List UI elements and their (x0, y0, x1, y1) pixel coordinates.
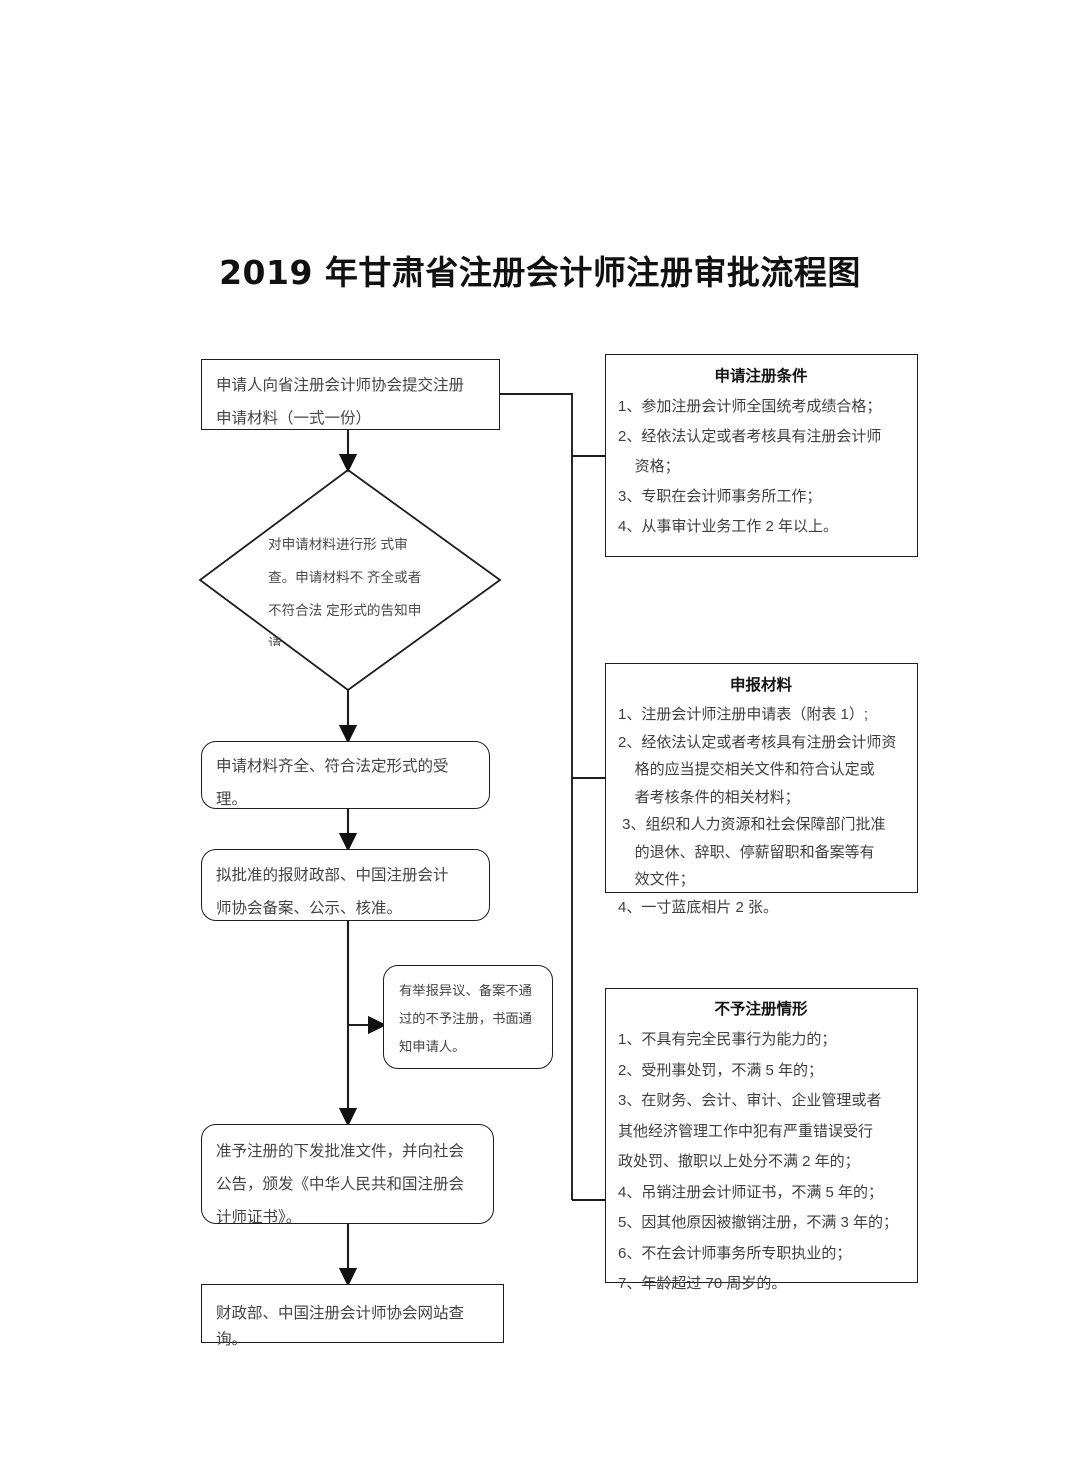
panel-denial-circumstances-list: 1、不具有完全民事行为能力的； 2、受刑事处罚，不满 5 年的； 3、在财务、会… (618, 1025, 904, 1300)
list-item: 1、不具有完全民事行为能力的； (618, 1031, 837, 1048)
node-website-query[interactable]: 财政部、中国注册会计师协会网站查询。 (201, 1284, 504, 1348)
node-website-query-label: 财政部、中国注册会计师协会网站查询。 (216, 1305, 465, 1348)
panel-registration-conditions: 申请注册条件 1、参加注册会计师全国统考成绩合格； 2、经依法认定或者考核具有注… (605, 354, 918, 557)
panel-registration-conditions-heading: 申请注册条件 (714, 368, 808, 385)
panel-registration-conditions-list: 1、参加注册会计师全国统考成绩合格； 2、经依法认定或者考核具有注册会计师 资格… (618, 392, 904, 542)
node-approve-filing-label: 拟批准的报财政部、中国注册会计 师协会备案、公示、核准。 (216, 867, 449, 917)
list-item: 5、因其他原因被撤销注册，不满 3 年的； (618, 1214, 899, 1231)
list-item: 2、经依法认定或者考核具有注册会计师 资格； (618, 428, 882, 475)
node-accept-application[interactable]: 申请材料齐全、符合法定形式的受 理。 (201, 741, 490, 809)
list-item: 6、不在会计师事务所专职执业的； (618, 1244, 852, 1262)
node-accept-application-label: 申请材料齐全、符合法定形式的受 理。 (216, 758, 449, 808)
node-grant-registration-label: 准予注册的下发批准文件，并向社会 公告，颁发《中华人民共和国注册会 计师证书》。 (216, 1143, 465, 1226)
node-submit-application[interactable]: 申请人向省注册会计师协会提交注册 申请材料（一式一份） (201, 359, 500, 430)
panel-required-materials: 申报材料 1、注册会计师注册申请表（附表 1）; 2、经依法认定或者考核具有注册… (605, 663, 918, 916)
list-item: 3、组织和人力资源和社会保障部门批准 的退休、辞职、停薪留职和备案等有 效文件； (622, 816, 886, 888)
node-form-review-decision-label: 对申请材料进行形 式审查。申请材料不 齐全或者不符合法 定形式的告知申请 (268, 537, 422, 646)
list-item: 7、年龄超过 70 周岁的。 (618, 1275, 787, 1292)
panel-denial-circumstances-heading: 不予注册情形 (714, 1001, 808, 1018)
node-approve-filing[interactable]: 拟批准的报财政部、中国注册会计 师协会备案、公示、核准。 (201, 849, 490, 921)
node-objection-note-label: 有举报异议、备案不通 过的不予注册，书面通 知申请人。 (399, 983, 532, 1054)
list-item: 1、参加注册会计师全国统考成绩合格； (618, 398, 882, 415)
list-item: 4、吊销注册会计师证书，不满 5 年的； (618, 1183, 884, 1201)
node-objection-note[interactable]: 有举报异议、备案不通 过的不予注册，书面通 知申请人。 (383, 965, 553, 1069)
node-submit-application-label: 申请人向省注册会计师协会提交注册 申请材料（一式一份） (216, 377, 465, 427)
page-title: 2019 年甘肃省注册会计师注册审批流程图 (219, 253, 861, 292)
list-item: 1、注册会计师注册申请表（附表 1）; (618, 706, 869, 723)
panel-denial-circumstances: 不予注册情形 1、不具有完全民事行为能力的； 2、受刑事处罚，不满 5 年的； … (605, 988, 918, 1292)
node-form-review-decision[interactable]: 对申请材料进行形 式审查。申请材料不 齐全或者不符合法 定形式的告知申请 (268, 528, 432, 646)
panel-required-materials-heading: 申报材料 (729, 677, 792, 694)
list-item: 4、一寸蓝底相片 2 张。 (618, 898, 779, 916)
list-item: 2、受刑事处罚，不满 5 年的； (618, 1061, 824, 1079)
list-item: 2、经依法认定或者考核具有注册会计师资 格的应当提交相关文件和符合认定或 者考核… (618, 733, 897, 806)
list-item: 3、在财务、会计、审计、企业管理或者 其他经济管理工作中犯有严重错误受行 政处罚… (618, 1092, 882, 1170)
node-grant-registration[interactable]: 准予注册的下发批准文件，并向社会 公告，颁发《中华人民共和国注册会 计师证书》。 (201, 1124, 494, 1226)
list-item: 4、从事审计业务工作 2 年以上。 (618, 518, 839, 535)
panel-required-materials-list: 1、注册会计师注册申请表（附表 1）; 2、经依法认定或者考核具有注册会计师资 … (618, 701, 904, 921)
list-item: 3、专职在会计师事务所工作； (618, 488, 822, 505)
